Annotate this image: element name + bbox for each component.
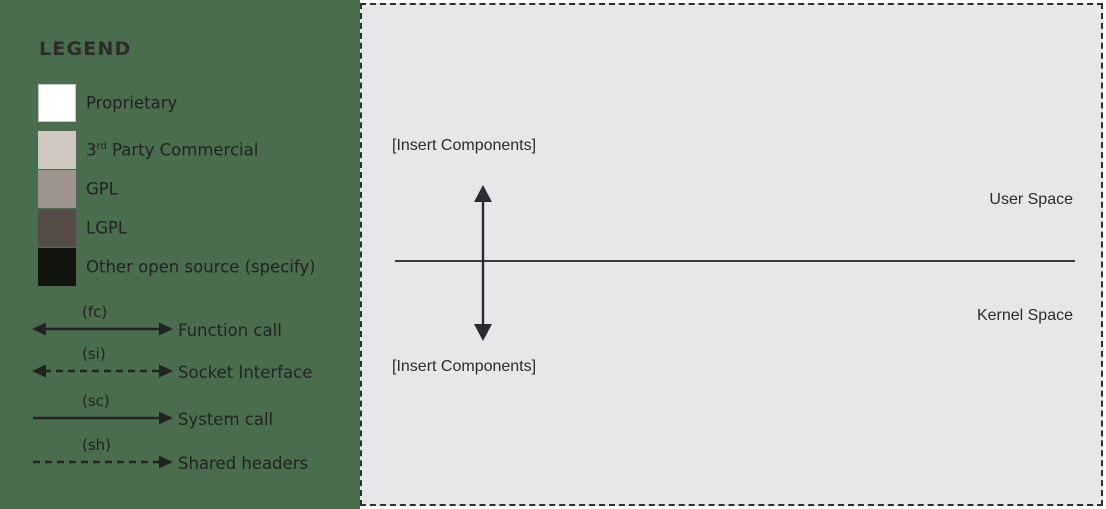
insert-components-top-label: [Insert Components]	[392, 137, 537, 154]
legend-panel: LEGEND Proprietary 3rd Party Commercial …	[0, 0, 360, 509]
legend-arrow-item-system-call: (sc) System call	[30, 392, 350, 434]
legend-color-label: 3rd Party Commercial	[86, 141, 258, 160]
legend-arrow-code: (sc)	[82, 392, 110, 410]
legend-color-label: Proprietary	[86, 93, 178, 113]
legend-arrow-code: (si)	[82, 345, 106, 363]
legend-arrow-label: Shared headers	[178, 454, 309, 473]
diagram-placeholder-panel: [Insert Components] User Space Kernel Sp…	[360, 3, 1103, 506]
double-arrow-solid-icon	[32, 322, 173, 336]
legend-color-label-rest: Party Commercial	[106, 140, 259, 160]
legend-arrow-item-function-call: (fc) Function call	[30, 303, 350, 345]
vertical-double-arrow-icon	[474, 185, 492, 341]
legend-arrow-label: Function call	[178, 321, 282, 340]
legend-title: LEGEND	[39, 38, 132, 60]
single-arrow-solid-icon	[33, 411, 173, 425]
legend-color-label-prefix: 3	[86, 140, 97, 160]
user-kernel-divider-line	[395, 260, 1075, 262]
legend-color-label: GPL	[86, 179, 118, 199]
legend-arrow-code: (fc)	[82, 303, 108, 321]
insert-components-bottom-label: [Insert Components]	[392, 358, 537, 375]
user-space-label: User Space	[989, 191, 1073, 208]
legend-arrow-item-shared-headers: (sh) Shared headers	[30, 436, 350, 478]
legend-color-label: LGPL	[86, 218, 128, 238]
color-swatch-gpl	[38, 170, 76, 208]
color-swatch-other-open-source	[38, 248, 76, 286]
color-swatch-lgpl	[38, 209, 76, 247]
legend-color-label: Other open source (specify)	[86, 257, 316, 277]
legend-arrow-label: System call	[178, 410, 274, 429]
kernel-space-label: Kernel Space	[976, 307, 1073, 324]
legend-arrow-code: (sh)	[82, 436, 112, 454]
legend-arrow-label: Socket Interface	[178, 363, 313, 382]
double-arrow-dashed-icon	[32, 364, 173, 378]
legend-color-label-superscript: rd	[96, 141, 107, 152]
color-swatch-proprietary	[38, 84, 76, 122]
legend-arrow-item-socket-interface: (si) Socket Interface	[30, 345, 350, 387]
single-arrow-dashed-icon	[33, 455, 173, 469]
color-swatch-third-party-commercial	[38, 131, 76, 169]
